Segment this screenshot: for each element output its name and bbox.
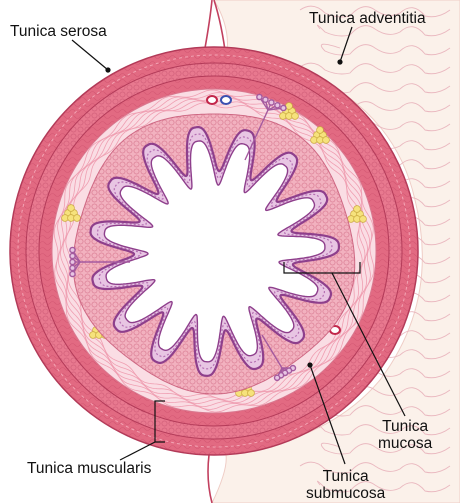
label-tunica-mucosa-line1: Tunica [378,418,432,435]
label-tunica-submucosa-line1: Tunica [306,468,385,485]
label-tunica-mucosa-line2: mucosa [378,435,432,452]
label-tunica-adventitia: Tunica adventitia [309,10,426,27]
label-tunica-serosa: Tunica serosa [10,23,107,40]
label-tunica-muscularis: Tunica muscularis [27,460,151,477]
label-tunica-submucosa: Tunica submucosa [306,468,385,502]
label-tunica-mucosa: Tunica mucosa [378,418,432,452]
label-tunica-submucosa-line2: submucosa [306,485,385,502]
